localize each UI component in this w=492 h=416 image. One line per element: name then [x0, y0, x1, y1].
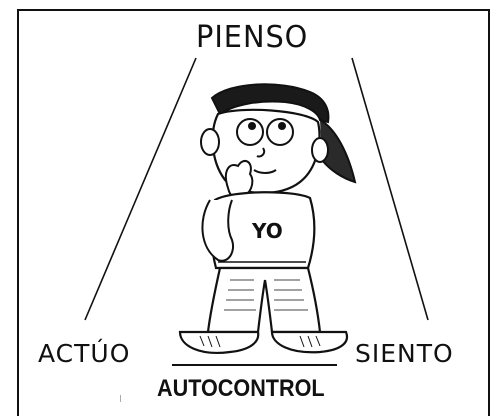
left-eye-icon [236, 118, 264, 146]
nose-icon [256, 147, 266, 158]
left-shoe-icon [178, 330, 260, 354]
left-ear-icon [200, 128, 220, 156]
siento-label: SIENTO [355, 339, 454, 368]
left-triangle-line [84, 57, 197, 321]
left-pupil-icon [248, 122, 256, 130]
decorative-tick [120, 395, 121, 402]
right-eye-icon [266, 118, 294, 146]
mouth-icon [253, 169, 277, 174]
shoe-laces-icon [199, 335, 321, 348]
pienso-label: PIENSO [196, 20, 309, 55]
arm-icon [201, 199, 234, 262]
cap-icon [210, 83, 330, 124]
cap-brim-icon [319, 119, 357, 184]
autocontrol-label: AUTOCONTROL [157, 375, 325, 402]
shirt-text: YO [251, 219, 283, 243]
pants-stripes-icon [224, 279, 308, 311]
thinking-boy-illustration: YO [178, 83, 357, 354]
right-shoe-icon [270, 330, 349, 354]
actuo-label: ACTÚO [38, 339, 131, 368]
base-line [172, 364, 337, 366]
right-pupil-icon [278, 122, 286, 130]
pants-icon [206, 266, 322, 334]
diagram-border [17, 9, 490, 416]
right-triangle-line [351, 57, 429, 321]
right-ear-icon [311, 137, 329, 163]
